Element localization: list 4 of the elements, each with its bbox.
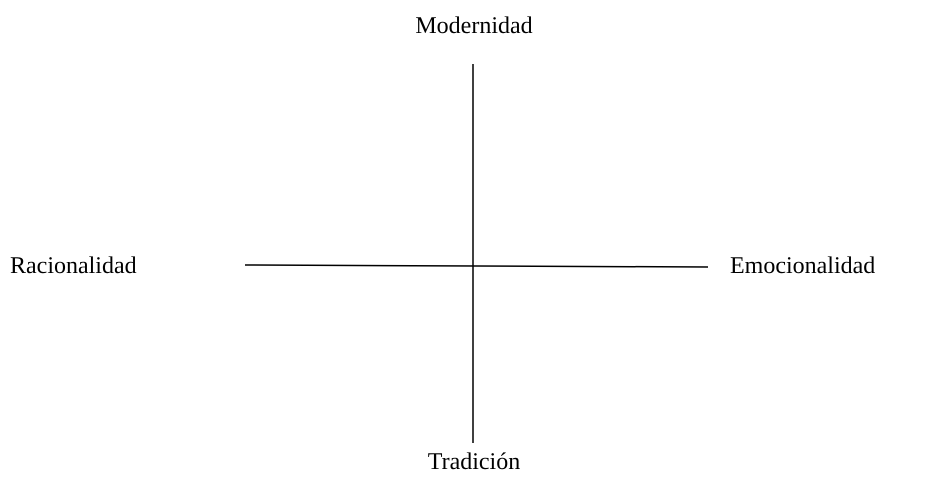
axis-label: Racionalidad	[10, 254, 137, 278]
axis-label: Tradición	[428, 450, 520, 474]
axis-label: Modernidad	[415, 14, 533, 38]
axis-label: Emocionalidad	[730, 254, 876, 278]
